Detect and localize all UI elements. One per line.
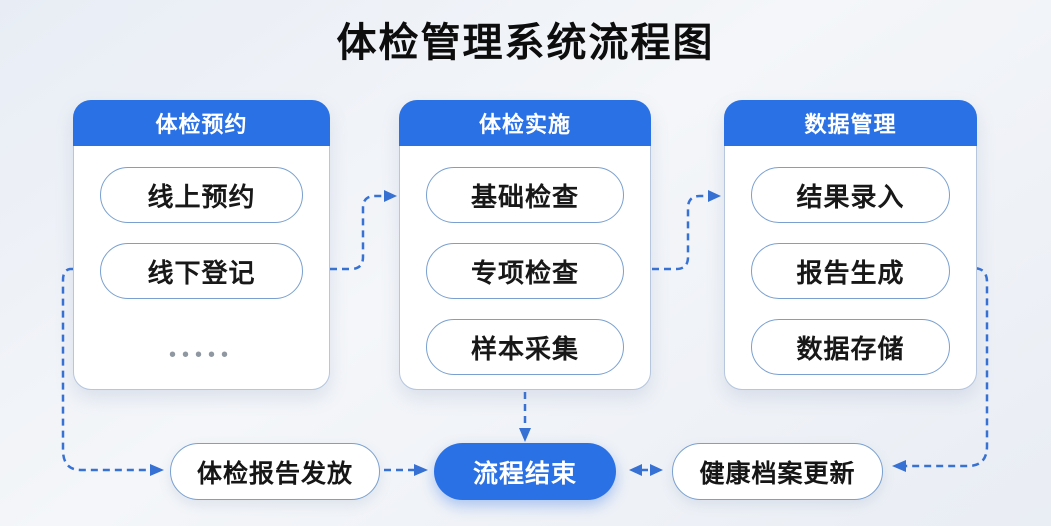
node-result-entry: 结果录入 xyxy=(751,167,950,223)
card-body-exam-appointment: 线上预约 线下登记 ••••• xyxy=(74,146,329,365)
arrow-offline-registration-to-basic-exam xyxy=(330,190,397,271)
card-data-management: 数据管理 结果录入 报告生成 数据存储 xyxy=(724,100,977,390)
node-special-examination: 专项检查 xyxy=(426,243,624,299)
node-health-archive-update: 健康档案更新 xyxy=(672,443,883,500)
node-report-release: 体检报告发放 xyxy=(170,443,380,500)
card-header-exam-appointment: 体检预约 xyxy=(73,100,330,146)
node-sample-collection: 样本采集 xyxy=(426,319,624,375)
card-exam-appointment: 体检预约 线上预约 线下登记 ••••• xyxy=(73,100,330,390)
node-data-storage: 数据存储 xyxy=(751,319,950,375)
card-body-data-management: 结果录入 报告生成 数据存储 xyxy=(725,146,976,375)
node-offline-registration: 线下登记 xyxy=(100,243,303,299)
card-header-data-management: 数据管理 xyxy=(724,100,977,146)
arrow-exam-implementation-to-process-end xyxy=(519,392,531,442)
card-header-exam-implementation: 体检实施 xyxy=(399,100,651,146)
card-exam-implementation: 体检实施 基础检查 专项检查 样本采集 xyxy=(399,100,651,390)
node-report-generation: 报告生成 xyxy=(751,243,950,299)
card-body-exam-implementation: 基础检查 专项检查 样本采集 xyxy=(400,146,650,375)
arrow-special-exam-to-result-entry xyxy=(652,190,721,271)
node-online-booking: 线上预约 xyxy=(100,167,303,223)
arrow-process-end-archive-bidirectional xyxy=(629,464,663,476)
node-process-end: 流程结束 xyxy=(434,443,616,500)
more-items-ellipsis: ••••• xyxy=(168,344,234,366)
arrow-report-release-to-process-end xyxy=(384,464,428,476)
page-title: 体检管理系统流程图 xyxy=(336,21,715,65)
node-basic-examination: 基础检查 xyxy=(426,167,624,223)
